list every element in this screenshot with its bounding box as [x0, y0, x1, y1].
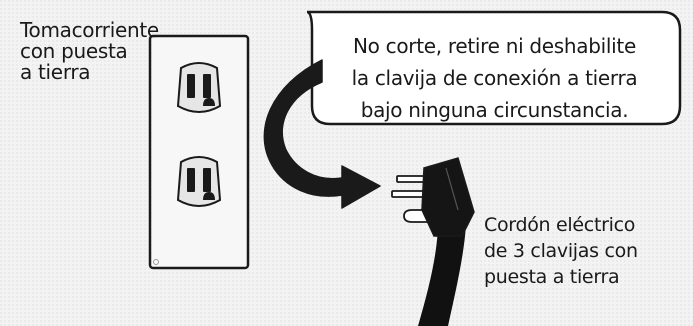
warning-message: No corte, retire ni deshabilite la clavi…	[322, 30, 667, 126]
wall-outlet	[148, 34, 250, 270]
ground-hole-icon	[203, 98, 215, 106]
warning-callout	[306, 10, 682, 126]
neutral-slot-icon	[187, 168, 195, 192]
warning-line: No corte, retire ni deshabilite	[353, 34, 636, 58]
warning-line: la clavija de conexión a tierra	[351, 66, 638, 90]
plug-grip-line	[445, 167, 459, 211]
cord-label-line: Cordón eléctrico	[484, 214, 636, 236]
hot-slot-icon	[203, 74, 211, 98]
outlet-label-line: con puesta	[20, 39, 128, 63]
neutral-slot-icon	[187, 74, 195, 98]
cord-label-line: de 3 clavijas con	[484, 240, 638, 262]
warning-line: bajo ninguna circunstancia.	[360, 98, 629, 122]
power-cord	[418, 222, 466, 326]
outlet-label-line: a tierra	[20, 60, 91, 84]
plug-body	[421, 157, 475, 237]
outlet-label-line: Tomacorriente	[20, 18, 159, 42]
outlet-label: Tomacorriente con puesta a tierra	[20, 20, 159, 83]
lower-receptacle	[176, 156, 222, 207]
plug-prong-top-icon	[396, 175, 428, 183]
three-prong-plug	[391, 157, 475, 326]
plug-prong-middle-icon	[391, 190, 425, 198]
curved-arrow-icon	[263, 59, 381, 209]
ground-hole-icon	[203, 192, 215, 200]
ground-prong-icon	[403, 209, 429, 223]
cord-label: Cordón eléctrico de 3 clavijas con puest…	[484, 212, 638, 290]
plate-screw-icon	[153, 259, 159, 265]
upper-receptacle	[176, 62, 222, 113]
outlet-cover-plate	[148, 34, 250, 270]
cord-label-line: puesta a tierra	[484, 266, 620, 288]
callout-bubble	[306, 10, 682, 126]
hot-slot-icon	[203, 168, 211, 192]
